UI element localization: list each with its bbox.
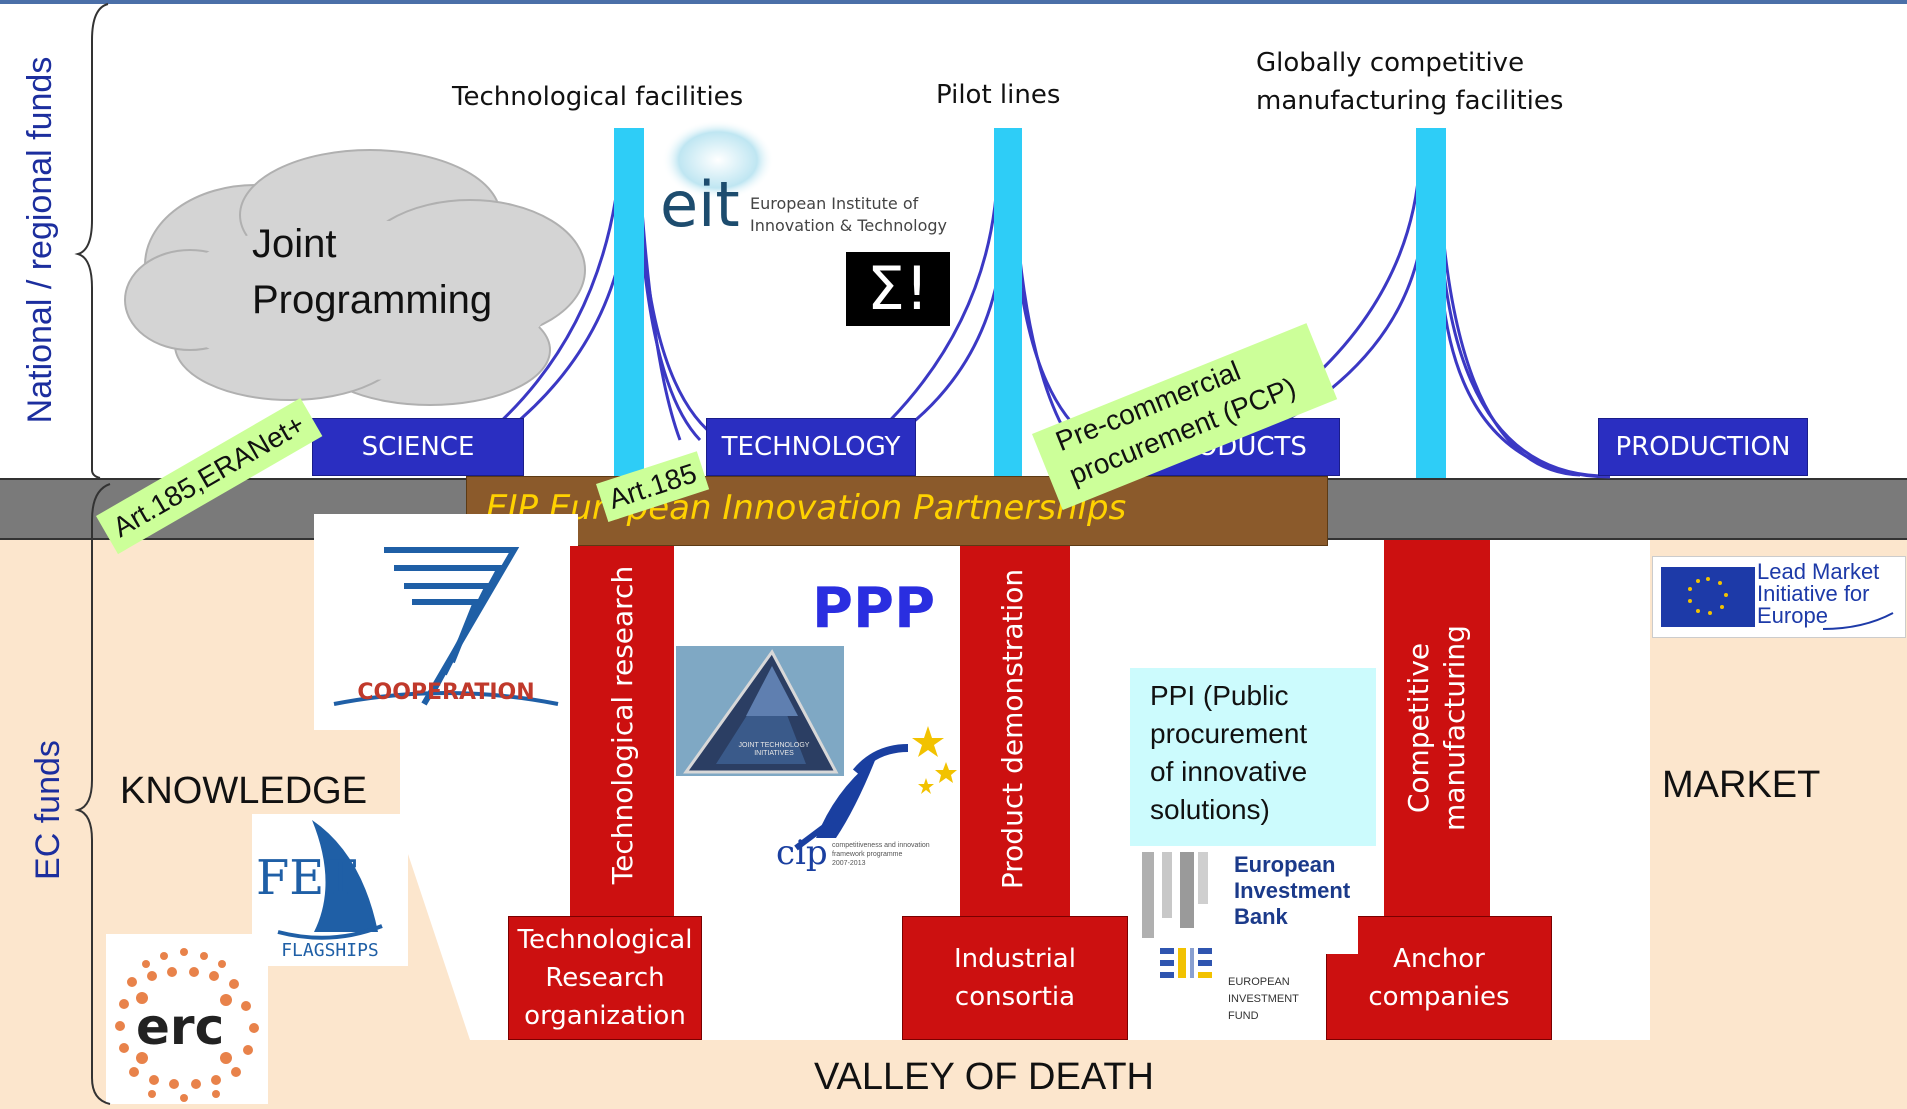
base-tro-line1: Technological	[517, 925, 693, 955]
erc-mark: erc	[136, 998, 225, 1056]
base-tro-line2: Research	[545, 963, 665, 993]
eit-logo: eit European Institute of Innovation & T…	[660, 118, 960, 248]
base-ic-line2: consortia	[954, 982, 1076, 1012]
pylon-pilot-lines	[994, 128, 1022, 478]
label-globally-competitive: Globally competitive	[1256, 48, 1525, 78]
ppi-line1: PPI (Public	[1150, 680, 1289, 711]
side-label-ec: EC funds	[29, 740, 67, 880]
jti-text: JOINT TECHNOLOGY INITIATIVES	[738, 742, 810, 757]
sigma-glyph: Σ!	[867, 254, 929, 324]
eif-line2: INVESTMENT	[1228, 993, 1299, 1005]
pillar-competitive-manufacturing	[1384, 540, 1490, 916]
cip-mark: cip	[776, 833, 828, 873]
joint-programming-line2: Programming	[252, 278, 493, 322]
ppi-line4: solutions)	[1150, 794, 1270, 825]
pylon-technological-facilities	[614, 128, 644, 478]
base-ac-line2: companies	[1368, 982, 1510, 1012]
pillar-technological-research	[570, 546, 674, 916]
erc-logo: erc	[106, 934, 268, 1104]
stage-technology: TECHNOLOGY	[706, 418, 916, 476]
fet-mark: FET	[256, 850, 357, 906]
eib-line3: Bank	[1234, 904, 1288, 929]
ppi-line2: procurement	[1150, 718, 1308, 749]
eureka-sigma-logo: Σ!	[846, 252, 950, 326]
cip-logo: cip competitiveness and innovation frame…	[776, 718, 966, 878]
side-label-national: National / regional funds	[21, 56, 59, 424]
joint-programming-line1: Joint	[252, 222, 337, 266]
pylon-manufacturing	[1416, 128, 1446, 478]
ppi-box: PPI (Public procurement of innovative so…	[1130, 668, 1376, 846]
erc-dots	[115, 948, 259, 1102]
eif-logo: EUROPEAN INVESTMENT FUND	[1158, 946, 1308, 1032]
eit-line2: Innovation & Technology	[750, 216, 947, 235]
eif-line1: EUROPEAN	[1228, 976, 1290, 988]
eib-logo: European Investment Bank	[1138, 852, 1358, 954]
stage-science: SCIENCE	[312, 418, 524, 476]
eif-line3: FUND	[1228, 1010, 1259, 1022]
base-ac-line1: Anchor	[1393, 944, 1485, 974]
cip-sub1: competitiveness and innovation	[832, 842, 930, 849]
base-anchor-companies: Anchor companies	[1326, 916, 1552, 1040]
label-valley-of-death: VALLEY OF DEATH	[814, 1056, 1154, 1098]
eit-line1: European Institute of	[750, 194, 919, 213]
top-rule	[0, 0, 1907, 4]
lead-market-line2: Initiative for	[1757, 581, 1870, 606]
base-industrial-consortia: Industrial consortia	[902, 916, 1128, 1040]
fet-word: FLAGSHIPS	[281, 940, 379, 961]
jti-logo: JOINT TECHNOLOGY INITIATIVES	[676, 646, 844, 776]
stage-production: PRODUCTION	[1598, 418, 1808, 476]
eip-label: EIP European Innovation Partnerships	[486, 488, 1127, 528]
label-market: MARKET	[1662, 764, 1821, 806]
base-ic-line1: Industrial	[954, 944, 1076, 974]
eib-line2: Investment	[1234, 878, 1351, 903]
label-manufacturing-facilities: manufacturing facilities	[1256, 86, 1564, 116]
lead-market-logo: Lead Market Initiative for Europe	[1652, 556, 1906, 638]
pillar-product-demonstration	[960, 546, 1070, 916]
eit-mark: eit	[660, 168, 740, 241]
lead-market-line1: Lead Market	[1757, 559, 1880, 584]
label-pilot-lines: Pilot lines	[936, 80, 1061, 110]
fet-flagships-logo: FET FLAGSHIPS	[252, 814, 408, 966]
base-technological-research-organization: Technological Research organization	[508, 916, 702, 1040]
cip-sub3: 2007-2013	[832, 860, 866, 867]
label-technological-facilities: Technological facilities	[452, 82, 744, 112]
label-knowledge: KNOWLEDGE	[120, 770, 368, 812]
cip-sub2: framework programme	[832, 851, 903, 858]
ppi-line3: of innovative	[1150, 756, 1308, 787]
ppp-logo: PPP	[812, 576, 936, 641]
lead-market-line3: Europe	[1757, 603, 1828, 628]
eib-line1: European	[1234, 852, 1336, 877]
fp7-cooperation-logo: 7 COOPERATION	[314, 514, 578, 730]
base-tro-line3: organization	[524, 1001, 686, 1031]
fp7-word: COOPERATION	[357, 680, 535, 705]
